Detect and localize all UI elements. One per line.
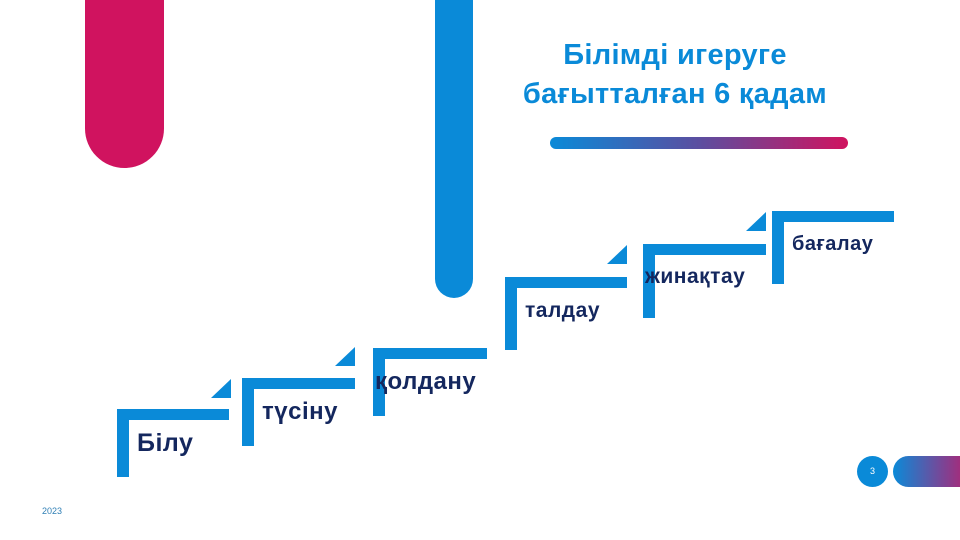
step-side-bar	[505, 277, 517, 350]
step-top-bar	[772, 211, 894, 222]
step-triangle-icon	[746, 212, 766, 231]
step-label: жинақтау	[645, 265, 746, 288]
step-label: талдау	[525, 299, 600, 322]
step-label: Білу	[137, 429, 194, 457]
slide-title-line-1: Білімді игеруге	[563, 39, 787, 71]
step-top-bar	[117, 409, 229, 420]
slide-title: Білімді игеруге бағытталған 6 қадам	[480, 36, 870, 114]
step-label: бағалау	[792, 233, 874, 255]
step-triangle-icon	[607, 245, 627, 264]
decorative-blue-bar	[435, 0, 473, 298]
step-top-bar	[505, 277, 627, 288]
page-number-badge: 3	[857, 456, 888, 487]
decorative-pink-bar	[85, 0, 164, 168]
step-triangle-icon	[211, 379, 231, 398]
step-side-bar	[117, 409, 129, 477]
title-gradient-underline	[550, 137, 848, 149]
step-side-bar	[772, 211, 784, 284]
step-top-bar	[242, 378, 355, 389]
step-side-bar	[373, 348, 385, 416]
step-label: қолдану	[375, 368, 477, 395]
slide-title-line-2: бағытталған 6 қадам	[522, 78, 828, 110]
step-label: түсіну	[262, 398, 338, 425]
footer-year: 2023	[42, 506, 63, 516]
step-top-bar	[643, 244, 766, 255]
step-top-bar	[373, 348, 487, 359]
decorative-corner-gradient	[893, 456, 960, 487]
step-triangle-icon	[335, 347, 355, 366]
step-side-bar	[643, 244, 655, 318]
step-side-bar	[242, 378, 254, 446]
